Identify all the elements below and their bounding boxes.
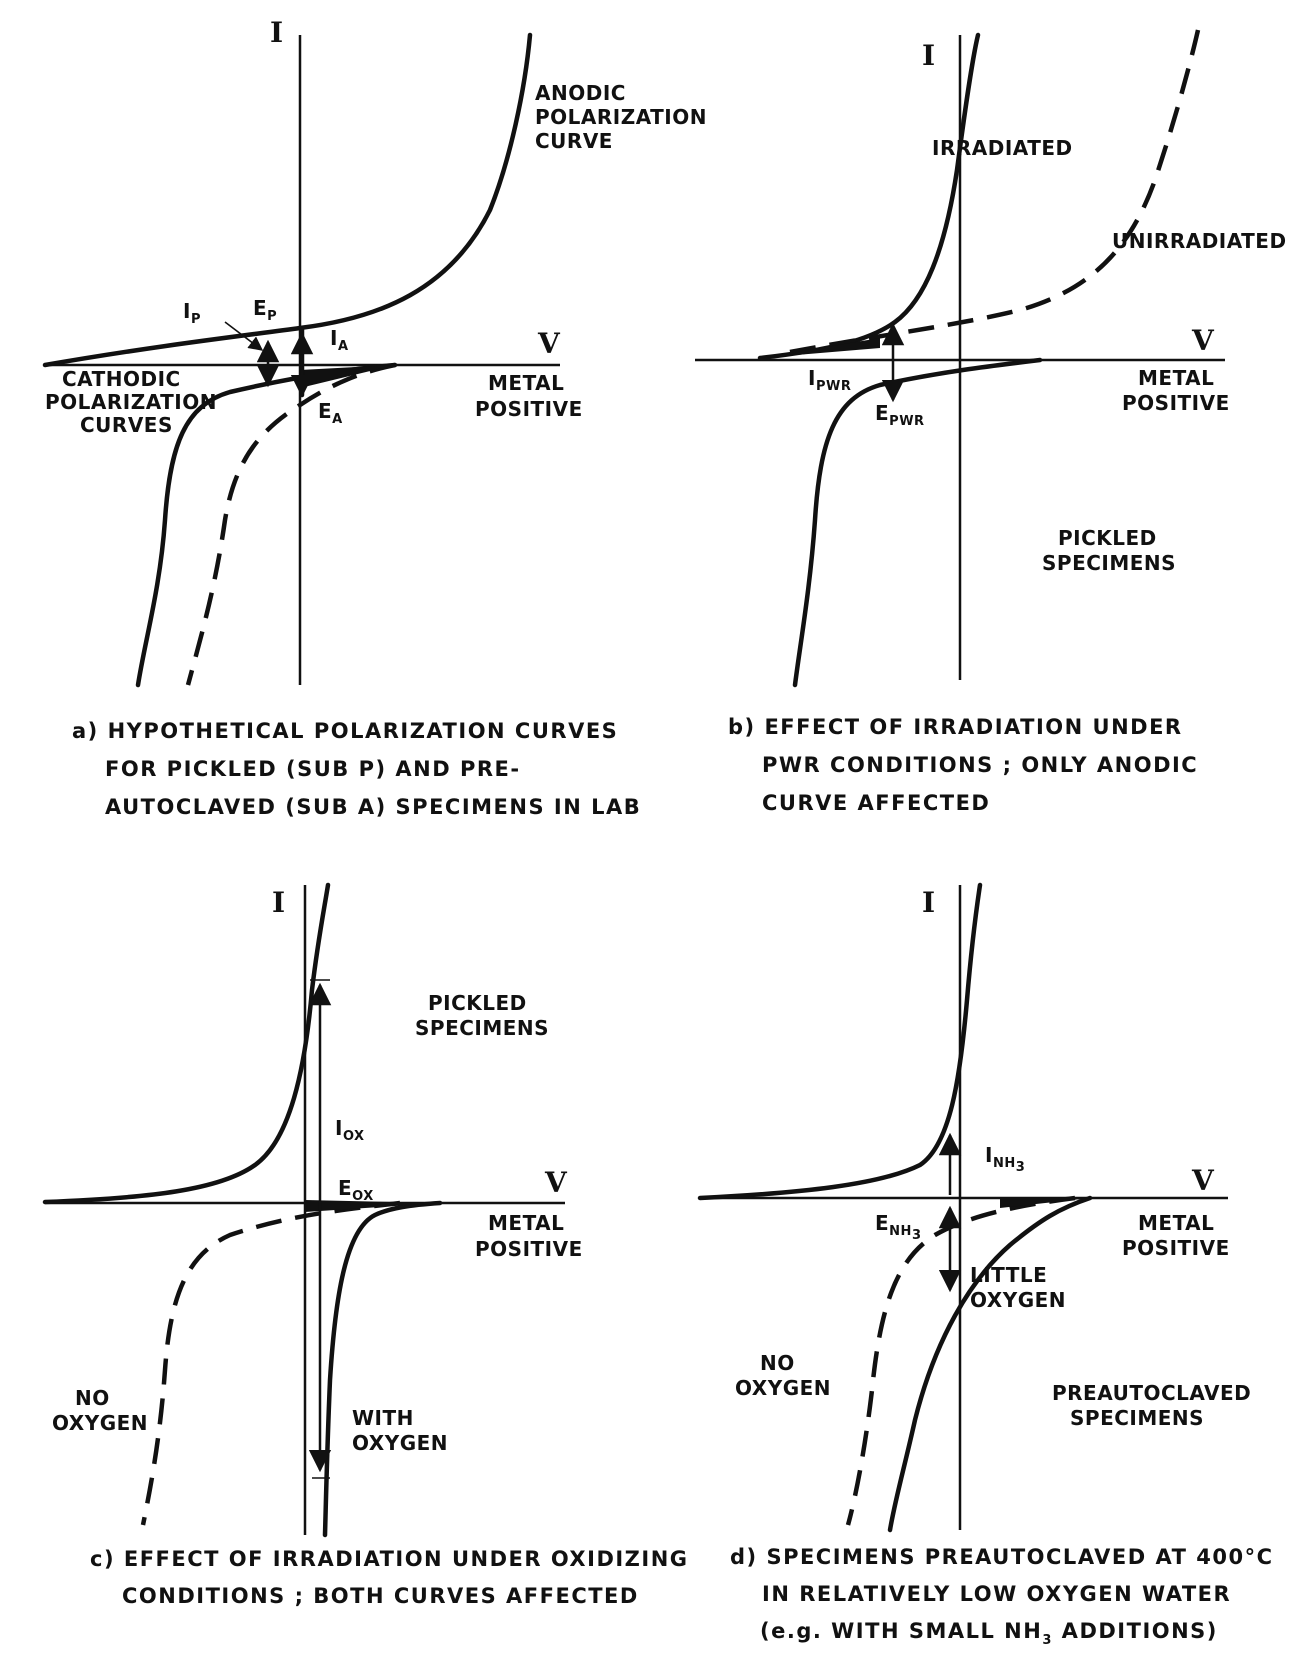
panel-d-inh3-label: INH3 bbox=[985, 1143, 1025, 1175]
panel-b-i-label: I bbox=[922, 39, 935, 72]
panel-a-cathodic-line1: CATHODIC bbox=[62, 367, 181, 391]
panel-a-cathodic-line3: CURVES bbox=[80, 413, 173, 437]
panel-d-preautoclaved-line2: SPECIMENS bbox=[1070, 1406, 1204, 1430]
panel-c-iox-label: IOX bbox=[335, 1116, 365, 1144]
panel-a-positive: POSITIVE bbox=[475, 397, 583, 421]
panel-d-little-oxygen-curve bbox=[887, 1195, 1093, 1533]
panel-b-caption-line2: PWR CONDITIONS ; ONLY ANODIC bbox=[762, 753, 1198, 777]
panel-c-caption-line1: c) EFFECT OF IRRADIATION UNDER OXIDIZING bbox=[90, 1547, 689, 1571]
panel-c-positive: POSITIVE bbox=[475, 1237, 583, 1261]
panel-c-no-oxygen-line2: OXYGEN bbox=[52, 1411, 148, 1435]
panel-b-metal: METAL bbox=[1138, 366, 1214, 390]
panel-a-ip-pointer bbox=[224, 321, 264, 351]
panel-b-v-label: V bbox=[1191, 324, 1215, 357]
panel-d-caption-line3: (e.g. WITH SMALL NH3 ADDITIONS) bbox=[760, 1619, 1218, 1648]
panel-a-caption-line1: a) HYPOTHETICAL POLARIZATION CURVES bbox=[72, 719, 618, 743]
panel-b-caption-line3: CURVE AFFECTED bbox=[762, 791, 990, 815]
panel-a-caption-line3: AUTOCLAVED (SUB A) SPECIMENS IN LAB bbox=[105, 795, 641, 819]
panel-a-caption-line2: FOR PICKLED (SUB P) AND PRE- bbox=[105, 757, 521, 781]
panel-d-anodic-curve bbox=[697, 882, 983, 1201]
panel-c-anodic-curve bbox=[42, 882, 331, 1205]
panel-b-ipwr-label: IPWR bbox=[808, 366, 851, 394]
panel-c-i-label: I bbox=[272, 886, 285, 919]
panel-a-anodic-curve bbox=[42, 32, 533, 368]
panel-c-with-oxygen-line2: OXYGEN bbox=[352, 1431, 448, 1455]
panel-b-cathodic-curve bbox=[792, 357, 1043, 688]
panel-c-metal: METAL bbox=[488, 1211, 564, 1235]
panel-a-i-label: I bbox=[270, 16, 283, 49]
panel-c-with-oxygen-line1: WITH bbox=[352, 1406, 414, 1430]
panel-a-v-label: V bbox=[537, 327, 561, 360]
panel-a-cathodic-line2: POLARIZATION bbox=[45, 390, 217, 414]
panel-d-preautoclaved-line1: PREAUTOCLAVED bbox=[1052, 1381, 1251, 1405]
panel-a-ep-label: EP bbox=[253, 296, 277, 324]
panel-a-anodic-line3: CURVE bbox=[535, 129, 613, 153]
panel-d-i-label: I bbox=[922, 886, 935, 919]
panel-c-caption-line2: CONDITIONS ; BOTH CURVES AFFECTED bbox=[122, 1584, 639, 1608]
panel-a-cathodic-curve-dashed bbox=[185, 362, 396, 686]
panel-c-wedge bbox=[305, 1200, 440, 1212]
panel-a-metal: METAL bbox=[488, 371, 564, 395]
panel-c-with-oxygen-curve bbox=[322, 1200, 443, 1538]
panel-b-caption-line1: b) EFFECT OF IRRADIATION UNDER bbox=[728, 715, 1183, 739]
panel-d-enh3-label: ENH3 bbox=[875, 1211, 921, 1243]
panel-d-wedge bbox=[1000, 1198, 1090, 1208]
panel-c-v-label: V bbox=[544, 1166, 568, 1199]
panel-a: I V IP EP IA EA ANODIC POLARIZATION CURV… bbox=[42, 16, 707, 819]
panel-a-ip-label: IP bbox=[183, 299, 201, 327]
panel-c-no-oxygen-curve bbox=[140, 1200, 401, 1526]
panel-a-anodic-line2: POLARIZATION bbox=[535, 105, 707, 129]
panel-a-wedge bbox=[300, 365, 395, 388]
panel-a-ia-label: IA bbox=[330, 326, 349, 354]
panel-d-little-oxygen-line2: OXYGEN bbox=[970, 1288, 1066, 1312]
panel-d-metal: METAL bbox=[1138, 1211, 1214, 1235]
panel-c-pickled-line2: SPECIMENS bbox=[415, 1016, 549, 1040]
panel-d-v-label: V bbox=[1191, 1164, 1215, 1197]
panel-b-epwr-label: EPWR bbox=[875, 401, 925, 429]
panel-c-pickled-line1: PICKLED bbox=[428, 991, 527, 1015]
panel-d-caption-line2: IN RELATIVELY LOW OXYGEN WATER bbox=[762, 1582, 1231, 1606]
panel-b-unirradiated-curve bbox=[789, 29, 1201, 355]
panel-d-caption-line1: d) SPECIMENS PREAUTOCLAVED AT 400°C bbox=[730, 1545, 1274, 1569]
panel-d-no-oxygen-line2: OXYGEN bbox=[735, 1376, 831, 1400]
panel-c-eox-label: EOX bbox=[338, 1176, 374, 1204]
panel-a-ea-label: EA bbox=[318, 399, 343, 427]
panel-b-unirradiated-label: UNIRRADIATED bbox=[1112, 229, 1287, 253]
panel-b: I V IRRADIATED UNIRRADIATED IPWR EPWR ME… bbox=[695, 29, 1287, 815]
panel-d: I V INH3 ENH3 METAL POSITIVE LITTLE OXYG… bbox=[697, 882, 1274, 1648]
panel-c: I V PICKLED SPECIMENS IOX EOX METAL POSI… bbox=[42, 882, 689, 1608]
panel-b-pickled-line2: SPECIMENS bbox=[1042, 551, 1176, 575]
panel-b-irradiated-curve bbox=[757, 32, 981, 361]
panel-b-pickled-line1: PICKLED bbox=[1058, 526, 1157, 550]
panel-b-wedge bbox=[760, 338, 880, 358]
panel-d-little-oxygen-line1: LITTLE bbox=[970, 1263, 1047, 1287]
panel-d-no-oxygen-line1: NO bbox=[760, 1351, 795, 1375]
panel-d-no-oxygen-curve bbox=[845, 1195, 1076, 1526]
panel-c-no-oxygen-line1: NO bbox=[75, 1386, 110, 1410]
panel-d-positive: POSITIVE bbox=[1122, 1236, 1230, 1260]
panel-b-irradiated-label: IRRADIATED bbox=[932, 136, 1073, 160]
panel-b-positive: POSITIVE bbox=[1122, 391, 1230, 415]
panel-a-anodic-line1: ANODIC bbox=[535, 81, 626, 105]
